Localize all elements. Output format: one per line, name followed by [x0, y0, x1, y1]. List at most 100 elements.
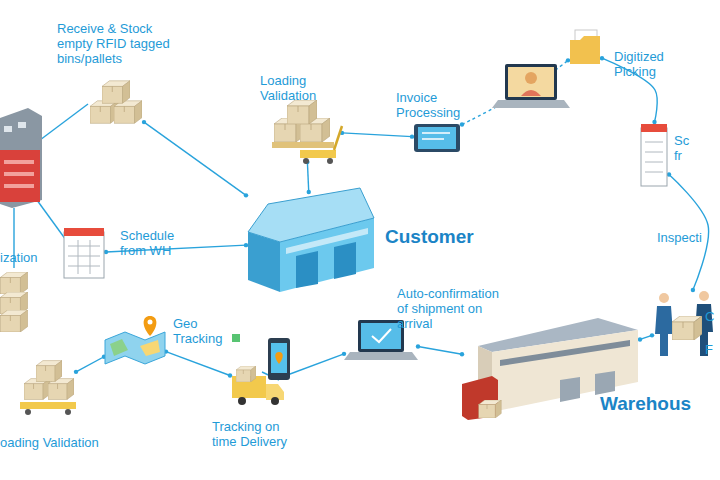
worker-icon [659, 293, 669, 303]
leader-line [40, 104, 88, 140]
connector-dot [566, 58, 570, 62]
connector-dot [142, 120, 146, 124]
connector-dot [228, 373, 232, 377]
process-node: oading Validation [20, 358, 76, 416]
connector [286, 354, 344, 376]
schedule-icon [641, 124, 667, 186]
connector-group [142, 120, 248, 198]
connector-dot [244, 243, 248, 247]
warehouse-icon [500, 340, 630, 366]
carton-stack [0, 272, 28, 332]
warehouse-icon [334, 242, 356, 279]
node-label: oading Validation [0, 436, 130, 451]
pallet-jack [272, 142, 334, 148]
callout-text: F [705, 343, 713, 358]
laptop-icon [344, 352, 418, 360]
laptop-icon [361, 323, 401, 349]
node-label: Loading Validation [260, 74, 335, 104]
connector [462, 60, 568, 124]
node-label: Tracking on time Delivery [212, 420, 307, 450]
connector [418, 347, 462, 355]
factory-icon [4, 184, 34, 188]
calendar-icon [68, 256, 100, 257]
schedule-icon [645, 142, 663, 143]
calendar-icon [68, 246, 100, 247]
map-icon [105, 332, 165, 364]
connector-dot [342, 352, 346, 356]
worker-icon [655, 306, 673, 356]
carton-stack [24, 379, 50, 400]
process-node: Geo Tracking [104, 314, 166, 366]
calendar-icon [68, 266, 100, 267]
node-label: Warehous [600, 393, 710, 415]
connector-dot [600, 56, 604, 60]
carton-stack [25, 409, 31, 415]
truck-icon [271, 397, 279, 405]
laptop-icon [492, 100, 570, 108]
map-icon [144, 316, 157, 336]
process-node: Warehous [462, 318, 640, 422]
laptop-icon [505, 64, 557, 100]
connector-dot [691, 288, 695, 292]
factory-icon [0, 108, 42, 208]
carton-stack [0, 272, 28, 294]
process-node: Customer [246, 192, 376, 292]
pallet-jack [300, 150, 336, 158]
process-node: Receive & Stock empty RFID tagged bins/p… [88, 78, 144, 126]
phone-icon [268, 338, 290, 380]
warehouse-icon [595, 371, 615, 395]
connector-group [638, 333, 654, 342]
calendar-icon [64, 228, 104, 278]
phone-icon [275, 352, 283, 364]
connector [76, 357, 104, 372]
factory-icon [4, 160, 34, 164]
carton-stack [48, 379, 74, 400]
truck-icon [236, 366, 256, 382]
warehouse-icon [248, 188, 374, 292]
warehouse-icon [286, 228, 368, 254]
node-label: Invoice Processing [396, 91, 476, 121]
node-label: Sc fr [674, 134, 696, 164]
connector-dot [74, 370, 78, 374]
connector-dot [652, 120, 656, 124]
calendar-icon [90, 240, 91, 274]
schedule-icon [641, 124, 667, 132]
carton-stack [90, 101, 118, 123]
map-icon [110, 339, 128, 356]
map-icon [140, 340, 160, 356]
factory-icon [4, 172, 34, 176]
worker-icon [655, 291, 713, 356]
node-label: Geo Tracking [173, 317, 233, 347]
connector-group [74, 355, 106, 375]
phone-icon [271, 343, 287, 373]
worker-icon [672, 316, 702, 340]
process-node: Loading Validation [270, 100, 342, 162]
pallet-jack [287, 100, 317, 124]
process-node: Schedule from WH [62, 226, 106, 280]
node-label: Auto-confirmation of shipment on arrival [397, 287, 513, 332]
connector-group [460, 58, 570, 127]
connector-dot [638, 337, 642, 341]
callout-text: C [705, 310, 714, 325]
node-label: ization [0, 251, 50, 266]
carton-stack [114, 101, 142, 123]
tablet-icon [414, 124, 460, 152]
schedule-icon [645, 152, 663, 153]
carton-stack [90, 81, 142, 123]
process-node: ization [0, 270, 30, 332]
folder-icon [570, 30, 600, 64]
connector-group [305, 160, 311, 194]
calendar-icon [64, 232, 104, 278]
connector [166, 352, 230, 376]
node-label: Customer [385, 226, 515, 248]
pallet-jack [272, 100, 342, 164]
laptop-icon [525, 72, 537, 84]
carton-stack [20, 361, 76, 415]
factory-icon [0, 150, 40, 202]
process-node: Invoice Processing [412, 122, 462, 154]
calendar-icon [64, 228, 104, 236]
leader-line [14, 104, 279, 380]
warehouse-icon [479, 400, 502, 418]
worker-icon [699, 291, 709, 301]
factory-icon [4, 126, 12, 132]
